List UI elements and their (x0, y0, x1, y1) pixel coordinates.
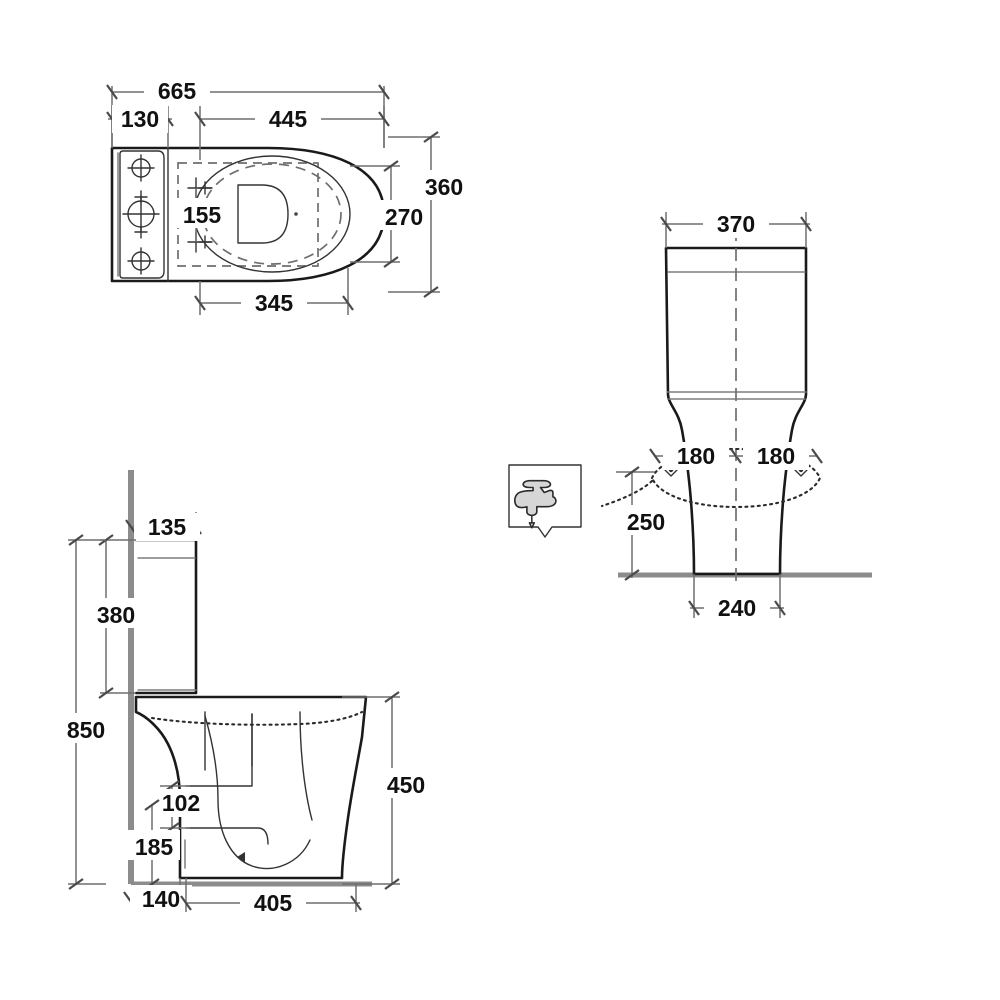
front-dimensions: 370 180 180 (615, 210, 823, 622)
dim-370: 370 (660, 210, 812, 248)
dim-270: 270 (350, 160, 430, 268)
dim-445: 445 (194, 105, 390, 160)
dim-label-370: 370 (717, 211, 755, 237)
dim-label-155: 155 (183, 202, 222, 228)
dim-label-102: 102 (162, 790, 200, 816)
dim-405: 405 (180, 878, 362, 917)
dim-360: 360 (388, 131, 470, 298)
dim-240: 240 (688, 574, 786, 622)
dim-label-665: 665 (158, 78, 197, 104)
dim-450: 450 (342, 691, 432, 890)
dim-665: 665 (106, 78, 390, 148)
plan-seat-dashed-outline (177, 162, 319, 267)
dim-180-left: 180 (649, 442, 742, 470)
dim-label-185: 185 (135, 834, 174, 860)
flow-arrow-icon (237, 852, 245, 862)
dim-140: 140 (123, 878, 192, 913)
dim-102: 102 (155, 780, 207, 834)
dim-label-850: 850 (67, 717, 105, 743)
dim-label-380: 380 (97, 602, 135, 628)
side-pan (134, 695, 368, 880)
dim-label-250: 250 (627, 509, 665, 535)
dim-label-405: 405 (254, 890, 293, 916)
dim-185: 185 (128, 799, 180, 890)
side-dimensions: 135 380 850 (60, 512, 432, 917)
dim-label-450: 450 (387, 772, 425, 798)
dim-380: 380 (90, 534, 142, 699)
dim-250: 250 (615, 466, 677, 581)
dim-label-345: 345 (255, 290, 294, 316)
dim-345: 345 (194, 268, 354, 317)
dim-label-240: 240 (718, 595, 756, 621)
dim-850: 850 (60, 534, 112, 890)
dim-label-180-right: 180 (757, 443, 795, 469)
water-tap-icon (508, 464, 582, 538)
dim-label-180-left: 180 (677, 443, 715, 469)
dim-label-135: 135 (148, 514, 187, 540)
dim-label-270: 270 (385, 204, 423, 230)
dim-label-360: 360 (425, 174, 463, 200)
plan-dimensions: 665 130 445 (106, 78, 470, 317)
dim-label-140: 140 (142, 886, 180, 912)
front-elevation-view: 370 180 180 (508, 210, 872, 622)
plan-cistern-pad (119, 150, 165, 279)
plan-bolt-centres (187, 177, 213, 253)
dim-label-445: 445 (269, 106, 308, 132)
dim-label-130: 130 (121, 106, 159, 132)
plan-view: 665 130 445 (106, 78, 470, 317)
dim-130: 130 (106, 105, 174, 148)
dim-135: 135 (125, 512, 202, 541)
dim-155: 155 (176, 188, 228, 242)
side-elevation-view: 135 380 850 (60, 470, 432, 917)
dim-180-right: 180 (736, 442, 823, 470)
